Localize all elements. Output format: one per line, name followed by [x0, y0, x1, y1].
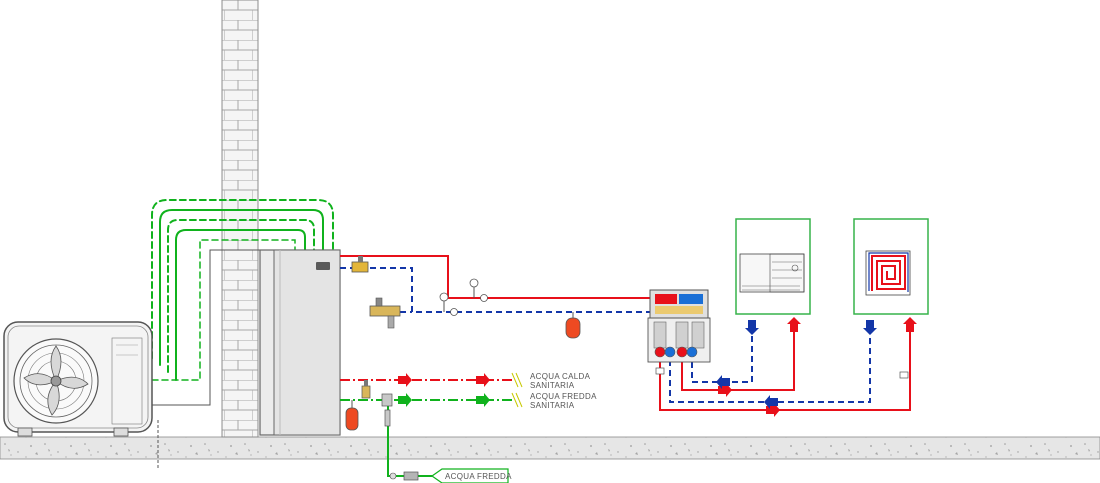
floor-valve-icon: [655, 367, 909, 379]
arrow-up-icon: [787, 317, 801, 332]
heating-flow-line: [340, 255, 911, 411]
arrow-down-icon: [863, 320, 877, 335]
dhw-cold-label-line1: ACQUA FREDDA: [530, 392, 597, 401]
arrow-left-icon: [764, 395, 778, 409]
ground-slab: [0, 436, 1100, 460]
expansion-vessel-icon: [565, 312, 581, 339]
inlet-valve-icon: [389, 471, 419, 481]
arrow-down-icon: [745, 320, 759, 335]
valve-icon: [450, 294, 488, 316]
dhw-hot-label-line2: SANITARIA: [530, 381, 575, 390]
arrow-right-icon: [476, 393, 490, 407]
dhw-expansion-vessel-icon: [345, 400, 359, 431]
thermometer-icon: [469, 278, 479, 298]
dhw-hot-label-line1: ACQUA CALDA: [530, 372, 591, 381]
cold-water-inlet-label: ACQUA FREDDA: [445, 472, 512, 481]
dhw-cold-label: ACQUA FREDDA SANITARIA: [530, 392, 597, 410]
arrow-right-icon: [398, 393, 412, 407]
cold-water-inlet-tag: ACQUA FREDDA: [430, 468, 512, 483]
refrigerant-lines: [147, 199, 334, 406]
flow-arrows: [398, 317, 917, 417]
fan-coil-room: [735, 218, 811, 315]
safety-valve-group-icon: [369, 297, 401, 329]
arrow-right-icon: [398, 373, 412, 387]
dhw-mixing-valve-icon: [361, 380, 393, 427]
heat-pump-fan-icon: [13, 338, 99, 424]
arrow-up-icon: [903, 317, 917, 332]
underfloor-room: [853, 218, 929, 315]
filter-valve-icon: [351, 256, 369, 273]
underfloor-coil-icon: [865, 250, 911, 296]
brick-wall: [221, 0, 259, 438]
outdoor-heat-pump-unit: [3, 321, 159, 470]
indoor-hydronic-module: [259, 249, 341, 436]
distribution-manifold-icon: [647, 289, 711, 363]
pressure-gauge-icon: [439, 292, 449, 312]
dhw-cold-label-line2: SANITARIA: [530, 401, 575, 410]
dhw-hot-label: ACQUA CALDA SANITARIA: [530, 372, 591, 390]
arrow-left-icon: [716, 375, 730, 389]
fan-coil-icon: [739, 253, 805, 293]
arrow-right-icon: [476, 373, 490, 387]
hydraulic-components: [345, 256, 909, 481]
